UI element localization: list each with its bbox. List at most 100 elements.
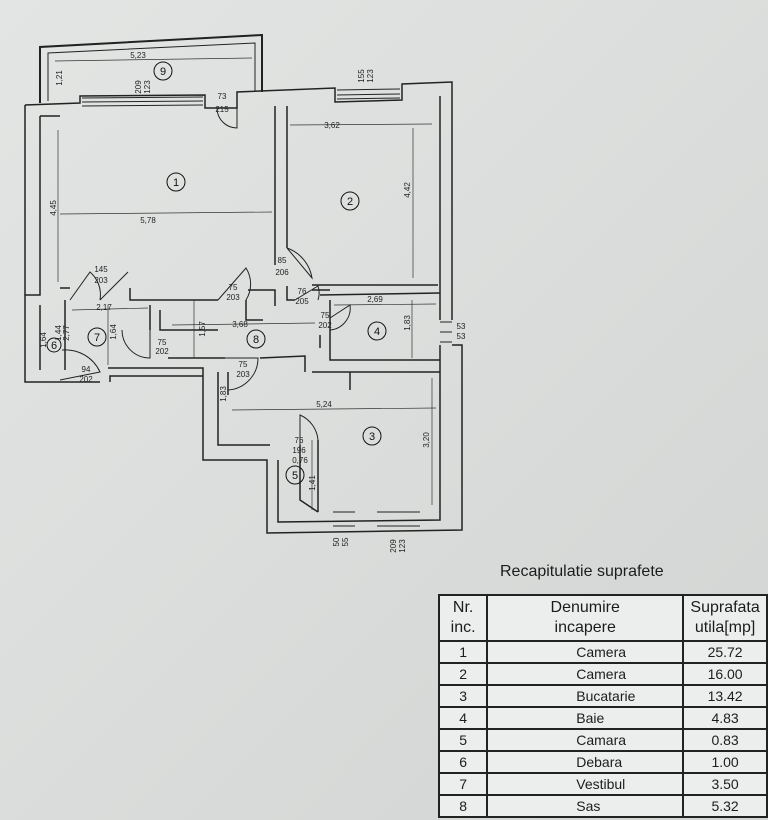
room-marker-3 bbox=[362, 426, 382, 446]
row-nr: 8 bbox=[437, 794, 489, 818]
table-row: 2 Camera 16.00 bbox=[437, 662, 768, 686]
table-row: 1 Camera 25.72 bbox=[437, 640, 768, 664]
dim-door-r1-h: 203 bbox=[226, 293, 240, 302]
row-area: 16.00 bbox=[682, 662, 768, 686]
table-row: 5 Camara 0.83 bbox=[437, 728, 768, 752]
dim-win-bottom-d: 123 bbox=[398, 539, 407, 553]
header-area: Suprafata utila[mp] bbox=[682, 594, 768, 642]
dim-door-top7-w: 145 bbox=[94, 265, 108, 274]
row-nr: 3 bbox=[437, 684, 489, 708]
dim-balcony-window-a: 209 bbox=[134, 80, 143, 94]
header-name: Denumire incapere bbox=[486, 594, 685, 642]
row-name: Camera bbox=[486, 662, 685, 686]
row-area: 0.83 bbox=[682, 728, 768, 752]
dim-balcony-depth: 1,21 bbox=[55, 70, 64, 86]
dim-r6-b: 1,44 bbox=[54, 325, 63, 341]
room-number-4: 4 bbox=[374, 326, 380, 338]
row-nr: 4 bbox=[437, 706, 489, 730]
header-area-line1: Suprafata bbox=[690, 599, 760, 616]
row-area: 3.50 bbox=[682, 772, 768, 796]
dim-win-bottom-a: 50 bbox=[332, 537, 341, 546]
dim-r1-width: 5,78 bbox=[140, 216, 156, 225]
room-numbers: 9 1 2 3 4 5 6 7 8 bbox=[51, 66, 380, 482]
table-row: 6 Debara 1.00 bbox=[437, 750, 768, 774]
row-name: Baie bbox=[486, 706, 685, 730]
dim-door-top7-h: 203 bbox=[94, 276, 108, 285]
dim-door-r5-h: 196 bbox=[292, 446, 306, 455]
windows bbox=[81, 88, 452, 527]
dim-door-r4-w: 76 bbox=[298, 287, 307, 296]
room-marker-4 bbox=[367, 321, 387, 341]
area-summary-table: Nr. inc. Denumire incapere Suprafata uti… bbox=[437, 594, 768, 818]
row-name: Camera bbox=[486, 640, 685, 664]
table-row: 3 Bucatarie 13.42 bbox=[437, 684, 768, 708]
room-number-1: 1 bbox=[173, 177, 179, 189]
header-nr: Nr. inc. bbox=[437, 594, 489, 642]
row-nr: 1 bbox=[437, 640, 489, 664]
dim-r2-window-a: 155 bbox=[357, 69, 366, 83]
row-name: Sas bbox=[486, 794, 685, 818]
dim-r7-width: 2,17 bbox=[96, 303, 112, 312]
room-marker-1 bbox=[166, 172, 186, 192]
dim-r3-height: 3,20 bbox=[422, 432, 431, 448]
room-marker-6 bbox=[46, 337, 62, 353]
row-nr: 7 bbox=[437, 772, 489, 796]
dim-win-bottom-b: 55 bbox=[341, 537, 350, 546]
table-row: 8 Sas 5.32 bbox=[437, 794, 768, 818]
dim-door-r5-w: 76 bbox=[295, 436, 304, 445]
row-area: 5.32 bbox=[682, 794, 768, 818]
row-name: Debara bbox=[486, 750, 685, 774]
dim-door-r4b-w: 75 bbox=[321, 311, 330, 320]
dim-r8-height: 1,57 bbox=[198, 321, 207, 337]
door-swings bbox=[59, 107, 351, 445]
room-marker-9 bbox=[153, 61, 173, 81]
dim-r6-a: 1,64 bbox=[39, 332, 48, 348]
room-marker-7 bbox=[87, 327, 107, 347]
dim-door-r7-w: 75 bbox=[158, 338, 167, 347]
row-nr: 2 bbox=[437, 662, 489, 686]
dimension-lines bbox=[54, 57, 437, 510]
row-area: 4.83 bbox=[682, 706, 768, 730]
dim-door-r3-h: 203 bbox=[236, 370, 250, 379]
dim-r4-height: 1,83 bbox=[403, 315, 412, 331]
header-name-line2: incapere bbox=[554, 619, 616, 636]
dim-r8-width: 3,68 bbox=[232, 320, 248, 329]
room-number-5: 5 bbox=[292, 470, 298, 482]
dim-door-r4b-h: 202 bbox=[318, 321, 332, 330]
dim-r3-side: 1,83 bbox=[219, 386, 228, 402]
dim-r1-height: 4,45 bbox=[49, 200, 58, 216]
dim-r7-height: 1,64 bbox=[109, 324, 118, 340]
dim-win-bottom-c: 209 bbox=[389, 539, 398, 553]
row-name: Bucatarie bbox=[486, 684, 685, 708]
row-area: 1.00 bbox=[682, 750, 768, 774]
dim-entry-w: 94 bbox=[82, 365, 91, 374]
dim-door-r3-w: 75 bbox=[239, 360, 248, 369]
outer-walls bbox=[24, 81, 463, 534]
table-row: 4 Baie 4.83 bbox=[437, 706, 768, 730]
room-number-2: 2 bbox=[347, 196, 353, 208]
table-row: 7 Vestibul 3.50 bbox=[437, 772, 768, 796]
dim-r6-c: 2,77 bbox=[62, 325, 71, 341]
header-nr-line1: Nr. bbox=[452, 599, 474, 616]
dim-r2-width: 3,62 bbox=[324, 121, 340, 130]
dim-r2-height: 4,42 bbox=[403, 182, 412, 198]
row-area: 25.72 bbox=[682, 640, 768, 664]
room-marker-5 bbox=[285, 465, 305, 485]
dim-balcony-window-b: 123 bbox=[143, 80, 152, 94]
row-area: 13.42 bbox=[682, 684, 768, 708]
room-number-markers bbox=[46, 61, 387, 485]
dim-balcony-door-w: 73 bbox=[218, 92, 227, 101]
header-area-line2: utila[mp] bbox=[694, 619, 756, 636]
table-header-row: Nr. inc. Denumire incapere Suprafata uti… bbox=[437, 594, 768, 642]
room-marker-2 bbox=[340, 191, 360, 211]
dim-r4-width: 2,69 bbox=[367, 295, 383, 304]
dim-ext-53b: 53 bbox=[457, 332, 466, 341]
row-name: Camara bbox=[486, 728, 685, 752]
room-number-6: 6 bbox=[51, 340, 57, 352]
header-name-line1: Denumire bbox=[550, 599, 620, 616]
room-number-7: 7 bbox=[94, 332, 100, 344]
dim-r5-width: 0,76 bbox=[292, 456, 308, 465]
header-nr-line2: inc. bbox=[450, 619, 476, 636]
floor-plan: 9 1 2 3 4 5 6 7 8 5,23 1,21 209 123 73 2… bbox=[24, 33, 466, 553]
dim-r2-window-b: 123 bbox=[366, 69, 375, 83]
